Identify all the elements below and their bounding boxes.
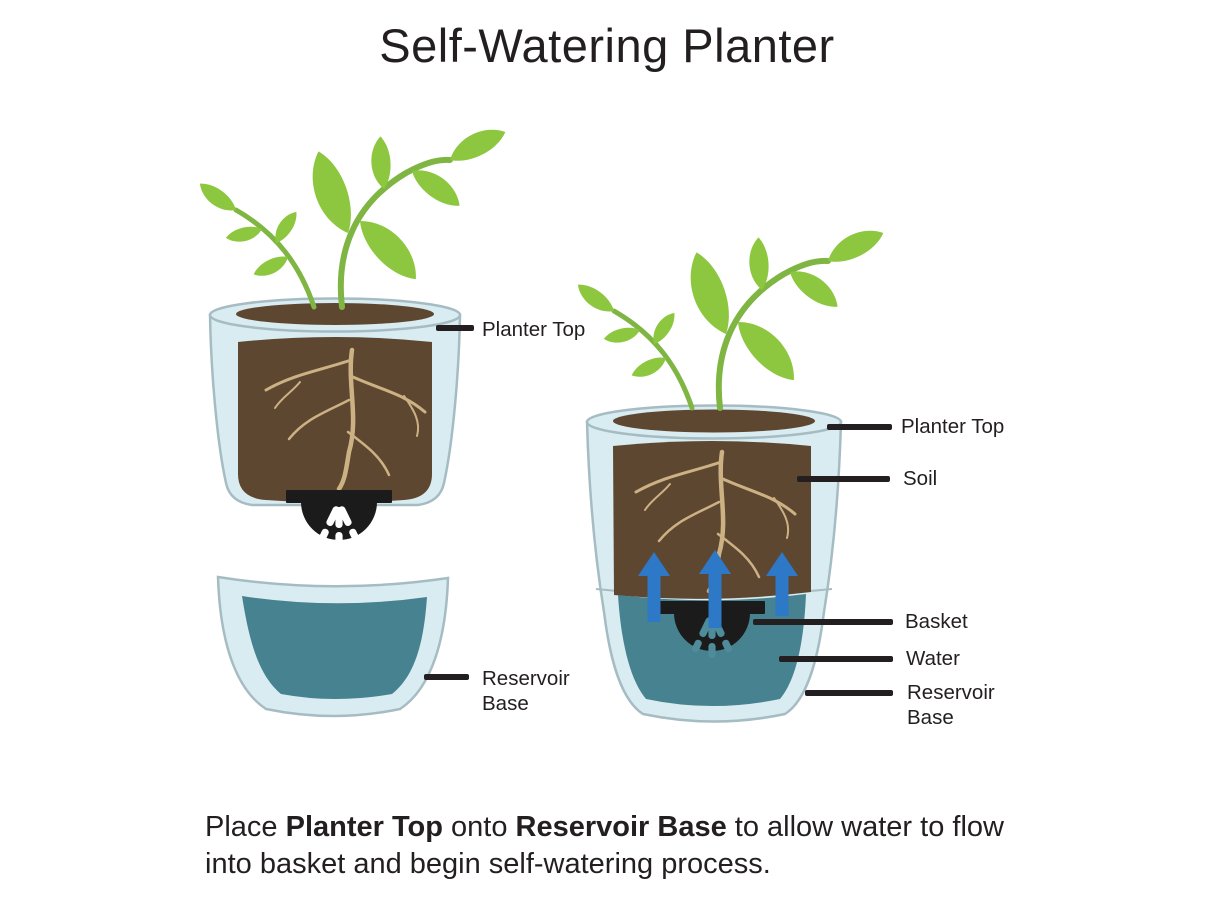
label-left-planter-top: Planter Top — [482, 318, 586, 341]
leader-line-right-basket — [753, 619, 893, 625]
plant-icon — [195, 121, 510, 307]
leader-line-right-reservoir-base — [805, 690, 893, 696]
right-planter-illustration — [573, 222, 888, 723]
caption-text: to allow water to flow into basket and b… — [205, 811, 1004, 880]
caption: Place Planter Top onto Reservoir Base to… — [205, 809, 1035, 883]
label-line: Base — [482, 692, 529, 715]
reservoir-water — [242, 596, 427, 699]
leader-line-right-water — [779, 656, 893, 662]
soil-surface — [236, 303, 434, 325]
plant-icon — [573, 222, 888, 408]
basket-icon — [286, 490, 392, 547]
leader-line-right-soil — [797, 476, 890, 482]
label-left-reservoir-base: Reservoir Base — [482, 666, 570, 716]
leader-line-left-reservoir-base — [424, 674, 469, 680]
soil-cutaway — [238, 337, 432, 503]
left-planter-illustration — [195, 121, 510, 718]
leader-line-left-planter-top — [436, 325, 474, 331]
label-right-soil: Soil — [903, 467, 938, 490]
label-line: Base — [907, 706, 954, 729]
up-arrow-icon — [699, 550, 731, 628]
page-title: Self-Watering Planter — [379, 19, 835, 72]
water-flow-arrows — [638, 550, 798, 628]
label-line: Reservoir — [907, 681, 995, 704]
label-right-planter-top: Planter Top — [901, 415, 1005, 438]
label-right-reservoir-base: Reservoir Base — [907, 680, 995, 730]
label-right-basket: Basket — [905, 610, 968, 633]
soil-surface — [613, 409, 815, 433]
caption-bold-planter-top: Planter Top — [285, 811, 443, 843]
caption-text: Place — [205, 811, 286, 843]
caption-text: onto — [442, 811, 516, 843]
caption-bold-reservoir-base: Reservoir Base — [515, 811, 727, 843]
leader-line-right-planter-top — [827, 424, 892, 430]
up-arrow-icon — [638, 552, 670, 622]
label-line: Reservoir — [482, 667, 570, 690]
up-arrow-icon — [766, 552, 798, 616]
label-right-water: Water — [906, 647, 960, 670]
